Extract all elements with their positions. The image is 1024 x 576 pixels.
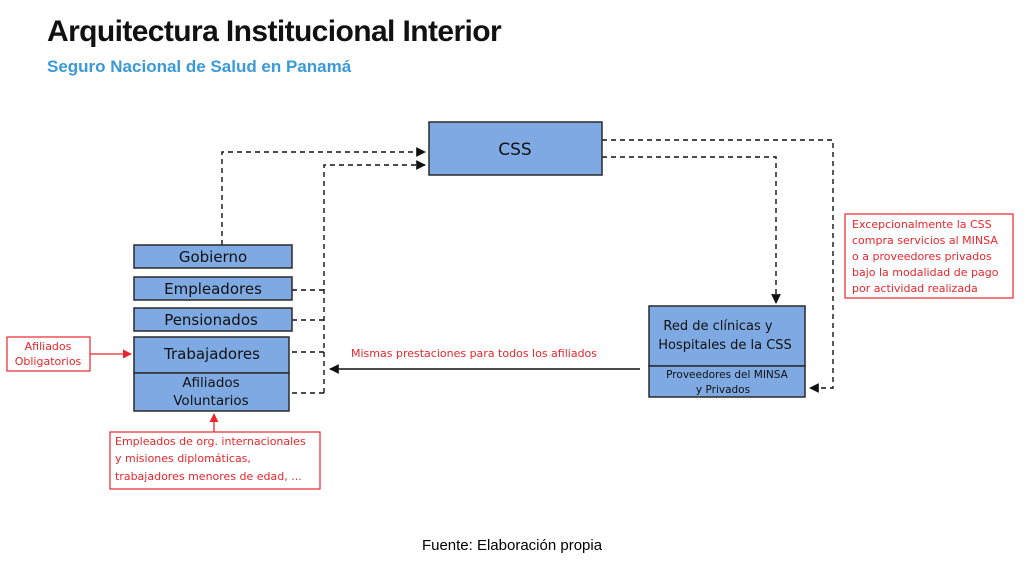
trabajadores-box [133, 336, 290, 374]
gobierno-label: Gobierno [179, 248, 247, 266]
note-empleados: Empleados de org. internacionales y misi… [109, 413, 321, 490]
note-excepcional-box [844, 213, 1014, 299]
note-empleados-line-3: trabajadores menores de edad, ... [115, 470, 302, 483]
page-subtitle: Seguro Nacional de Salud en Panamá [47, 57, 352, 76]
red-box [648, 305, 806, 367]
css-node: CSS [428, 121, 603, 176]
note-afiliados-obligatorios-line-2: Obligatorios [15, 355, 82, 368]
note-empleados-box [109, 431, 321, 490]
note-excepcional-line-3: o a proveedores privados [852, 250, 992, 263]
connector-css-red [602, 156, 781, 304]
red-label-line-1: Red de clínicas y [663, 319, 772, 334]
note-excepcional-line-5: por actividad realizada [852, 282, 978, 295]
empleadores-label: Empleadores [164, 280, 262, 298]
css-box [428, 121, 603, 176]
empleadores-box [133, 276, 293, 301]
note-afiliados-obligatorios-line-1: Afiliados [25, 340, 72, 353]
note-excepcional-line-4: bajo la modalidad de pago [852, 266, 999, 279]
note-excepcional-line-1: Excepcionalmente la CSS [852, 218, 992, 231]
voluntarios-label-line-1: Afiliados [182, 375, 239, 391]
pensionados-label: Pensionados [164, 311, 258, 329]
trabajadores-label: Trabajadores [163, 345, 260, 363]
voluntarios-label-line-2: Voluntarios [173, 393, 248, 409]
proveedores-label-line-2: y Privados [696, 384, 750, 396]
note-excepcional-line-2: compra servicios al MINSA [852, 234, 998, 247]
pensionados-box [133, 307, 293, 332]
connector-gobierno-css [221, 147, 426, 245]
note-excepcional: Excepcionalmente la CSS compra servicios… [844, 213, 1014, 299]
dashed-connectors [221, 139, 834, 394]
affiliate-groups: Gobierno Empleadores Pensionados Trabaja… [133, 244, 293, 412]
connector-trunk-css [323, 160, 426, 393]
connector-css-proveedores [602, 139, 834, 393]
note-empleados-line-1: Empleados de org. internacionales [115, 435, 306, 448]
voluntarios-box [133, 372, 290, 412]
proveedores-label-line-1: Proveedores del MINSA [666, 369, 788, 381]
gobierno-box [133, 244, 293, 269]
css-label: CSS [498, 140, 531, 160]
prestaciones-arrow-label: Mismas prestaciones para todos los afili… [351, 347, 597, 360]
red-node: Red de clínicas y Hospitales de la CSS P… [648, 305, 806, 398]
red-label-line-2: Hospitales de la CSS [658, 338, 792, 353]
source-caption: Fuente: Elaboración propia [421, 537, 603, 554]
note-afiliados-obligatorios: Afiliados Obligatorios [6, 336, 132, 372]
proveedores-box [648, 365, 806, 398]
note-empleados-line-2: y misiones diplomáticas, [115, 452, 251, 465]
page-title: Arquitectura Institucional Interior [47, 15, 502, 48]
